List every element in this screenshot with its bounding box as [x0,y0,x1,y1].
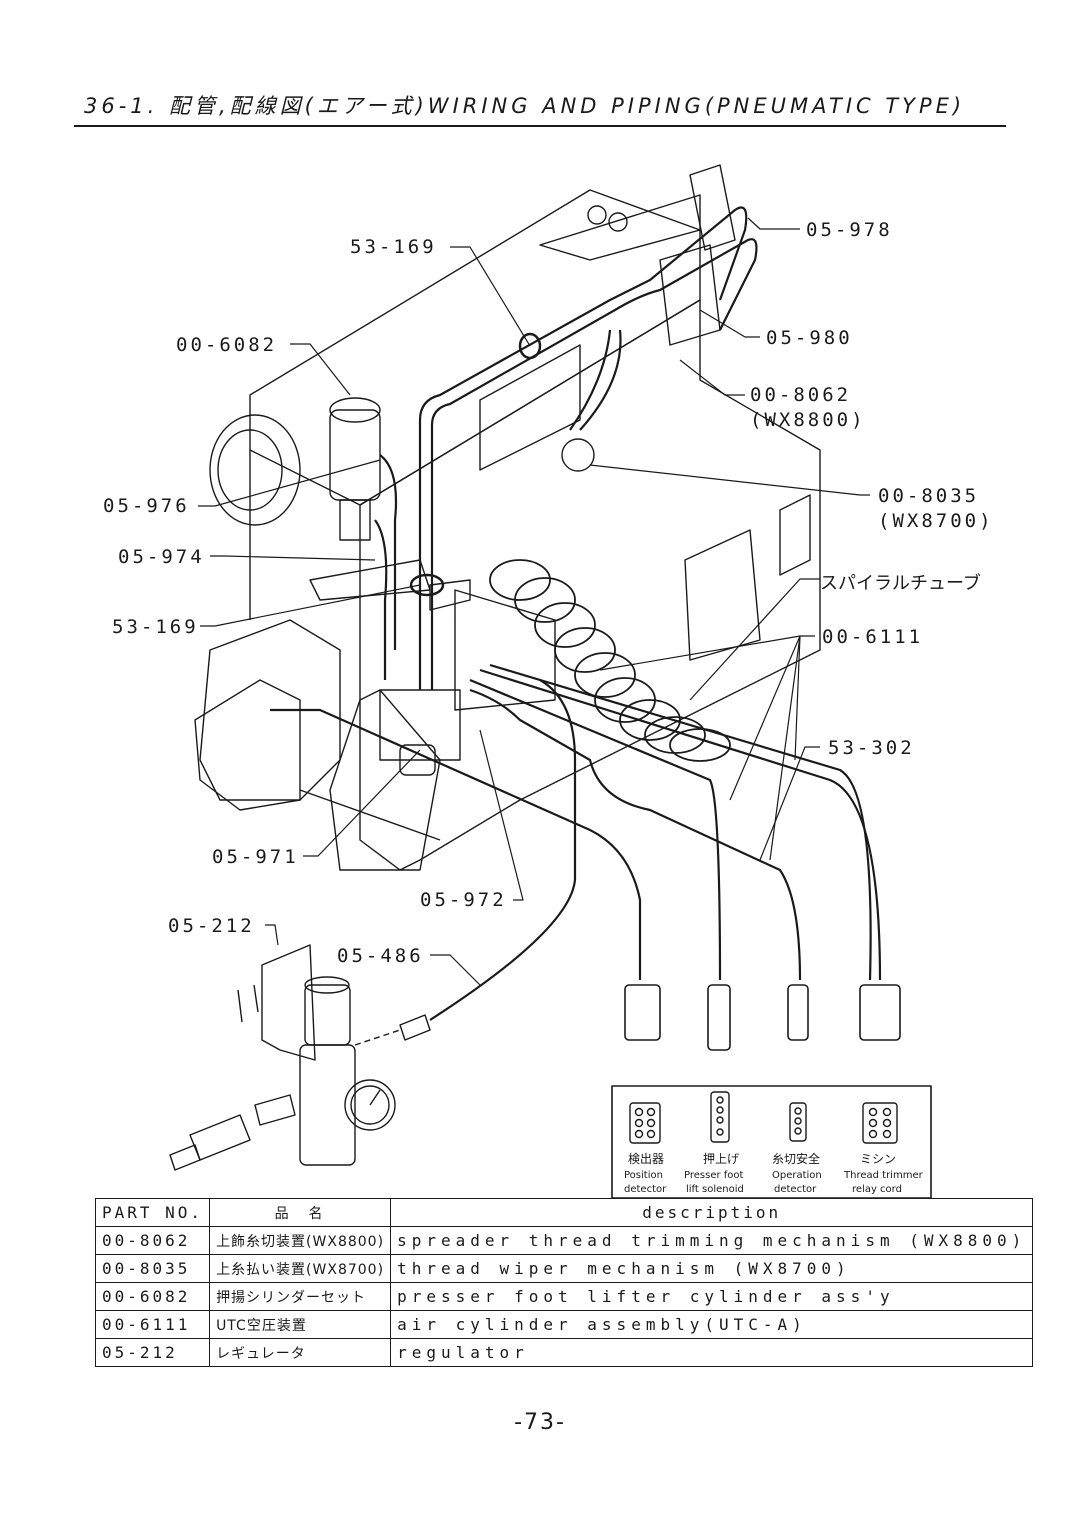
hose-and-wire-runs [270,206,882,1021]
table-row: 00-6082 押揚シリンダーセット presser foot lifter c… [94,1282,1034,1311]
tie-ring-upper [518,332,542,360]
callout-05-972: 05-972 [420,889,507,911]
page-title: 36-1. 配管,配線図(エアー式)WIRING AND PIPING(PNEU… [84,94,966,118]
callout-leaders [198,217,870,986]
table-row: 00-6111 UTC空圧装置 air cylinder assembly(UT… [94,1310,1034,1339]
legend-label-jp: 検出器 [628,1152,664,1166]
title-underline [74,125,1006,127]
wiring-diagram: 05-978 53-169 00-6082 05-980 00-8062 (WX… [103,164,994,1199]
description-cell: thread wiper mechanism (WX8700) [390,1254,1034,1283]
legend-label-en: relay cord [852,1184,902,1195]
spiral-tube-drawing [489,559,731,762]
callout-00-8062-model: (WX8800) [750,409,866,431]
table-row: 05-212 レギュレータ regulator [94,1338,1034,1367]
part-name-cell: UTC空圧装置 [209,1310,392,1339]
description-cell: spreader thread trimming mechanism (WX88… [390,1226,1034,1255]
part-name-cell: 上飾糸切装置(WX8800) [209,1226,392,1255]
connector-plugs [624,984,901,1051]
callout-53-169-top: 53-169 [350,236,437,258]
legend-label-en: lift solenoid [686,1184,744,1195]
callout-00-8035-model: (WX8700) [878,510,994,532]
page-number: -73- [514,1410,566,1435]
callout-00-6111: 00-6111 [822,626,923,648]
tie-ring-lower [409,573,445,597]
legend-label-jp: 押上げ [703,1152,739,1166]
part-no-cell: 00-6082 [94,1282,211,1311]
legend-label-jp: ミシン [860,1152,896,1166]
callout-05-212: 05-212 [168,915,255,937]
part-name-cell: 押揚シリンダーセット [209,1282,392,1311]
callout-05-971: 05-971 [212,846,299,868]
part-name-cell: レギュレータ [209,1338,392,1367]
legend-label-en: Thread trimmer [843,1170,924,1181]
callout-00-6082: 00-6082 [176,334,277,356]
callout-05-974: 05-974 [118,546,205,568]
callout-00-8062: 00-8062 [750,384,851,406]
part-no-cell: 05-212 [94,1338,211,1367]
legend-label-en: Operation [772,1170,822,1181]
parts-table: PART NO. 品 名 description 00-8062 上飾糸切装置(… [94,1198,1034,1367]
machine-body-drawing [194,164,821,871]
table-row: 00-8062 上飾糸切装置(WX8800) spreader thread t… [94,1226,1034,1255]
callout-53-169-left: 53-169 [112,616,199,638]
legend-label-jp: 糸切安全 [772,1151,820,1166]
callout-05-486: 05-486 [337,945,424,967]
header-description: description [390,1198,1034,1227]
callout-53-302: 53-302 [828,737,915,759]
legend-label-en: detector [624,1184,667,1195]
legend-label-en: Position [624,1170,663,1181]
header-name: 品 名 [209,1198,392,1227]
callout-05-978: 05-978 [806,219,893,241]
legend-label-en: Presser foot [684,1170,744,1181]
description-cell: presser foot lifter cylinder ass'y [390,1282,1034,1311]
callout-05-980: 05-980 [766,327,853,349]
description-cell: air cylinder assembly(UTC-A) [390,1310,1034,1339]
legend-connector-icons [629,1091,898,1144]
callout-05-976: 05-976 [103,495,190,517]
header-part-no: PART NO. [94,1198,211,1227]
part-no-cell: 00-8062 [94,1226,211,1255]
description-cell: regulator [390,1338,1034,1367]
table-row: 00-8035 上糸払い装置(WX8700) thread wiper mech… [94,1254,1034,1283]
regulator-drawing [169,944,431,1171]
callout-00-8035: 00-8035 [878,485,979,507]
legend-label-en: detector [774,1184,817,1195]
part-no-cell: 00-8035 [94,1254,211,1283]
part-name-cell: 上糸払い装置(WX8700) [209,1254,392,1283]
table-header-row: PART NO. 品 名 description [94,1198,1034,1227]
callout-spiral-tube: スパイラルチューブ [820,572,981,594]
part-no-cell: 00-6111 [94,1310,211,1339]
